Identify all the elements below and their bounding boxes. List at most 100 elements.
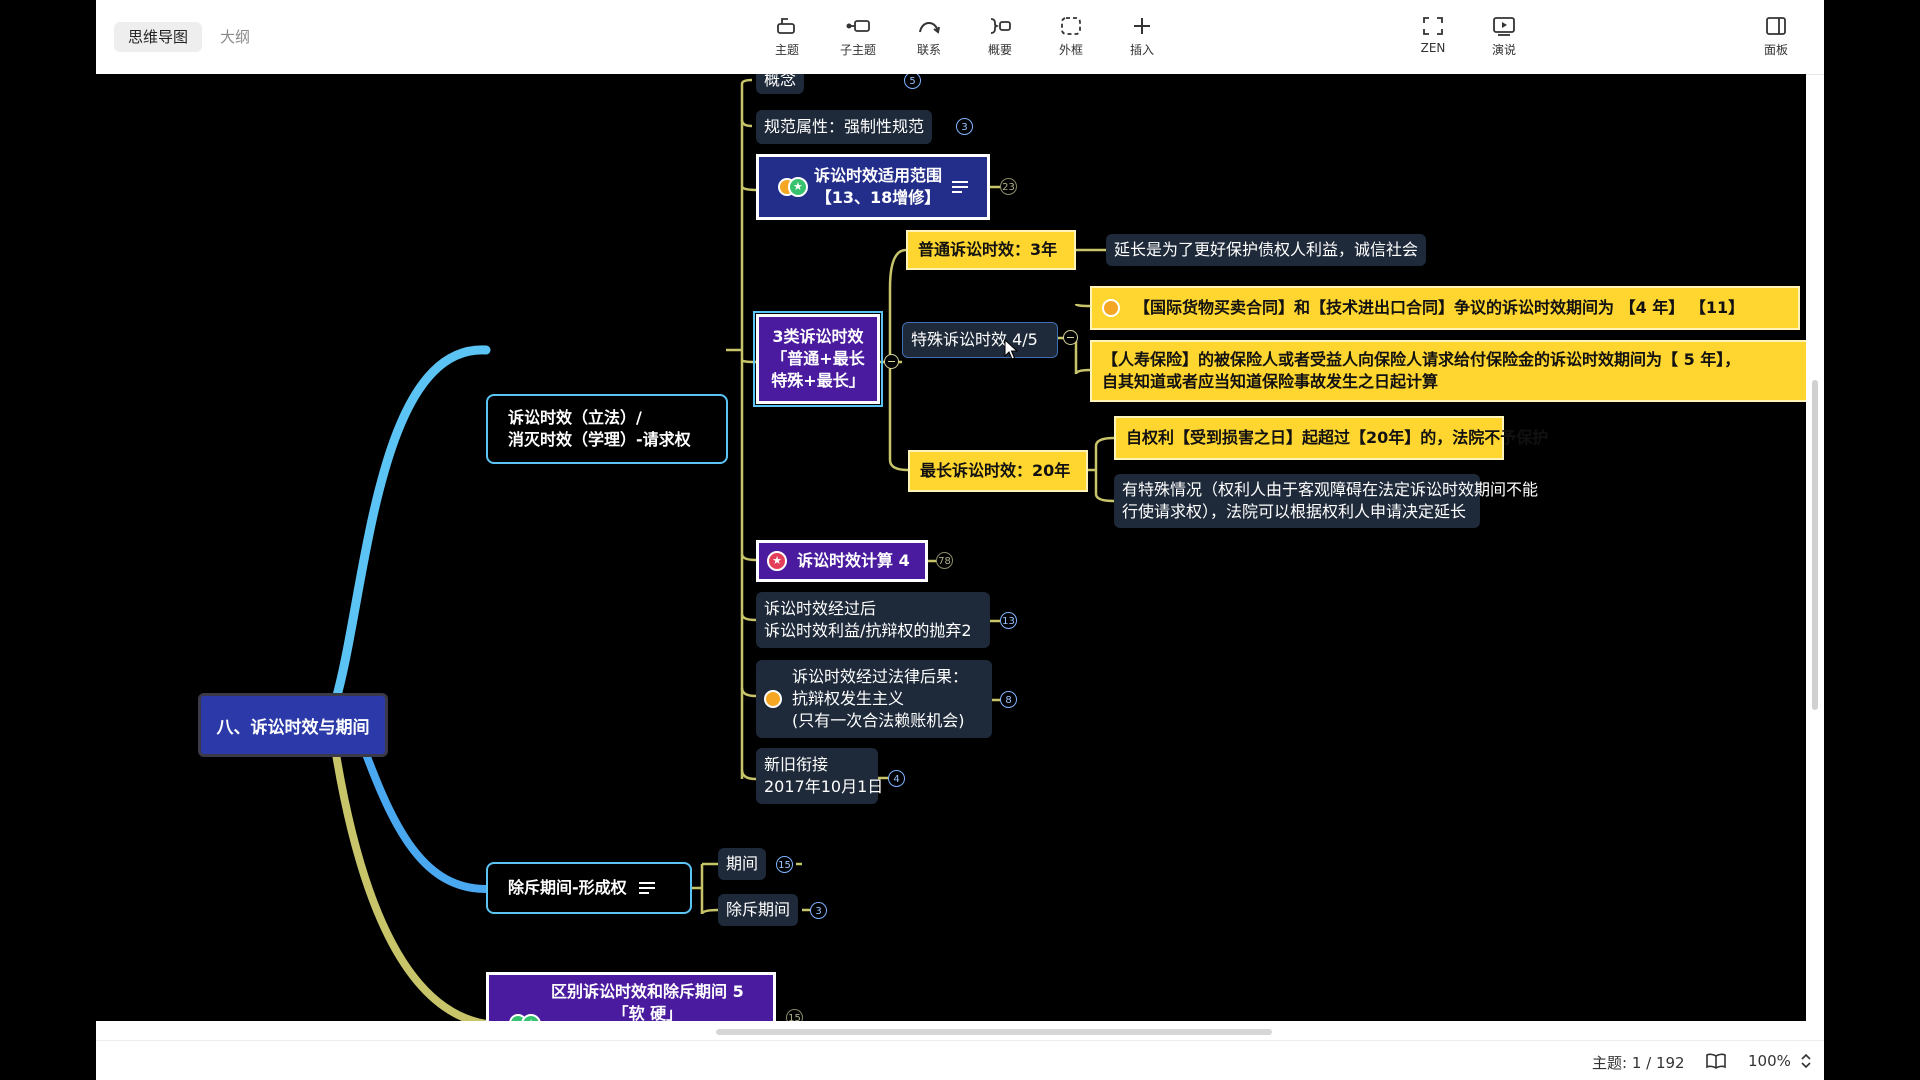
collapse-toggle[interactable]	[884, 354, 899, 369]
child-count-badge[interactable]: 8	[1000, 691, 1017, 708]
present-button[interactable]: 演说	[1469, 14, 1539, 62]
boundary-button[interactable]: 外框	[1036, 14, 1106, 62]
insert-label: 插入	[1129, 43, 1154, 57]
level2-connectors	[690, 78, 1115, 915]
legal-line3: (只有一次合法赖账机会)	[792, 711, 965, 730]
topic-ordinary-limitation[interactable]: 普通诉讼时效：3年	[906, 230, 1076, 270]
relationship-label: 联系	[916, 43, 941, 57]
book-icon[interactable]	[1706, 1053, 1726, 1069]
topic-calculation[interactable]: ★ 诉讼时效计算 4	[756, 540, 928, 582]
special-2-line1: 【人寿保险】的被保险人或者受益人向保险人请求给付保险金的诉讼时效期间为【 5 年…	[1102, 350, 1741, 369]
topic-period[interactable]: 期间	[718, 848, 767, 880]
longest-2-line1: 有特殊情况（权利人由于客观障碍在法定诉讼时效期间不能	[1122, 480, 1539, 499]
topic-scope[interactable]: ★ 诉讼时效适用范围【13、18增修】	[756, 154, 990, 220]
note-icon	[638, 882, 655, 894]
calc-label: 诉讼时效计算 4	[797, 551, 910, 570]
summary-label: 概要	[987, 43, 1012, 57]
subtopic-button[interactable]: 子主题	[823, 14, 893, 62]
present-label: 演说	[1491, 43, 1516, 57]
topic-after-expiry[interactable]: 诉讼时效经过后诉讼时效利益/抗辩权的抛弃2	[756, 592, 990, 648]
child-count-badge[interactable]: 15	[786, 1009, 803, 1021]
zoom-level[interactable]: 100%	[1748, 1052, 1791, 1070]
vertical-scrollbar[interactable]	[1812, 380, 1818, 710]
special-label: 特殊诉讼时效 4/5	[911, 330, 1038, 349]
longest-2-line2: 行使请求权），法院可以根据权利人申请决定延长	[1122, 502, 1467, 521]
child-count-badge[interactable]: 3	[810, 902, 827, 919]
top-toolbar: 思维导图 大纲 主题 子主题 联系 概要 外框 插入 ZEN	[96, 0, 1824, 75]
special-2-line2: 自其知道或者应当知道保险事故发生之日起计算	[1102, 372, 1439, 391]
topic-three-types[interactable]: 3类诉讼时效「普通+最长特殊+最长」	[753, 311, 883, 407]
boundary-icon	[1061, 17, 1081, 35]
branch-comparison[interactable]: ★ 区别诉讼时效和除斥期间 5 「软 硬」	[486, 972, 776, 1021]
child-count-badge[interactable]: 5	[904, 74, 921, 89]
three-line3: 特殊+最长」	[771, 371, 865, 390]
topic-norm-label: 规范属性：强制性规范	[764, 117, 925, 136]
topic-legal-consequence[interactable]: 诉讼时效经过法律后果：抗辩权发生主义(只有一次合法赖账机会)	[756, 660, 992, 738]
app-window: 思维导图 大纲 主题 子主题 联系 概要 外框 插入 ZEN	[96, 0, 1824, 1080]
tab-outline[interactable]: 大纲	[220, 28, 251, 46]
orange-marker-icon	[764, 690, 782, 708]
special-1-label: 【国际货物买卖合同】和【技术进出口合同】争议的诉讼时效期间为 【4 年】 【11…	[1134, 298, 1745, 317]
legal-line2: 抗辩权发生主义	[792, 689, 905, 708]
topic-longest-extension[interactable]: 有特殊情况（权利人由于客观障碍在法定诉讼时效期间不能行使请求权），法院可以根据权…	[1114, 474, 1538, 528]
branch1-line1: 诉讼时效（立法）/	[508, 408, 642, 427]
topic-concept[interactable]: 概念	[756, 74, 805, 94]
relationship-icon	[919, 22, 940, 34]
topic-exclusion[interactable]: 除斥期间	[718, 894, 799, 926]
three-line2: 「普通+最长	[771, 349, 865, 368]
tab-mindmap[interactable]: 思维导图	[114, 22, 203, 52]
fullscreen-icon	[1423, 17, 1443, 35]
horizontal-scrollbar[interactable]	[716, 1029, 1272, 1035]
after-line2: 诉讼时效利益/抗辩权的抛弃2	[764, 621, 972, 640]
topic-special-5-years[interactable]: 【人寿保险】的被保险人或者受益人向保险人请求给付保险金的诉讼时效期间为【 5 年…	[1090, 340, 1806, 402]
zen-label: ZEN	[1420, 41, 1446, 55]
branch3-line2: 「软 硬」	[612, 1004, 683, 1021]
panel-icon	[1766, 17, 1786, 35]
topic-longest-limitation[interactable]: 最长诉讼时效：20年	[908, 450, 1088, 492]
topic-count: 主题: 1 / 192	[1592, 1054, 1685, 1072]
mindmap-canvas[interactable]: 八、诉讼时效与期间 诉讼时效（立法）/消灭时效（学理）-请求权 除斥期间-形成权…	[96, 74, 1806, 1021]
zoom-stepper-icon[interactable]	[1800, 1052, 1812, 1070]
longest-label: 最长诉讼时效：20年	[920, 461, 1071, 480]
child-count-badge[interactable]: 3	[956, 118, 973, 135]
topic-button[interactable]: 主题	[752, 14, 822, 62]
root-topic[interactable]: 八、诉讼时效与期间	[198, 693, 388, 757]
child-count-badge[interactable]: 23	[1000, 178, 1017, 195]
orange-marker-icon	[1102, 299, 1120, 317]
longest-1-label: 自权利【受到损害之日】起超过【20年】的，法院不予保护	[1126, 428, 1549, 447]
topic-icon	[777, 18, 795, 34]
branch-exclusion-period[interactable]: 除斥期间-形成权	[486, 862, 692, 914]
three-line1: 3类诉讼时效	[772, 327, 864, 346]
scope-line1: 诉讼时效适用范围	[813, 166, 942, 185]
child-count-badge[interactable]: 15	[776, 856, 793, 873]
note-icon	[952, 181, 968, 193]
child-count-badge[interactable]: 4	[888, 770, 905, 787]
scope-line2: 【13、18增修】	[815, 188, 941, 207]
topic-special-4-years[interactable]: 【国际货物买卖合同】和【技术进出口合同】争议的诉讼时效期间为 【4 年】 【11…	[1090, 286, 1800, 330]
topic-special-limitation[interactable]: 特殊诉讼时效 4/5	[902, 322, 1058, 358]
insert-button[interactable]: 插入	[1107, 14, 1177, 62]
connection-lines	[331, 78, 1115, 1021]
mouse-cursor-icon	[1004, 339, 1018, 360]
branch-connectors	[331, 345, 491, 1021]
summary-button[interactable]: 概要	[965, 14, 1035, 62]
child-count-badge[interactable]: 13	[1000, 612, 1017, 629]
branch-statute-of-limitations[interactable]: 诉讼时效（立法）/消灭时效（学理）-请求权	[486, 394, 728, 464]
transition-line2: 2017年10月1日	[764, 777, 884, 796]
panel-button[interactable]: 面板	[1741, 14, 1811, 62]
topic-norm-attribute[interactable]: 规范属性：强制性规范	[756, 110, 933, 144]
summary-icon	[990, 18, 1011, 34]
collapse-toggle[interactable]	[1063, 330, 1078, 345]
boundary-label: 外框	[1058, 43, 1083, 57]
star-marker-icon: ★	[521, 1014, 541, 1021]
zen-button[interactable]: ZEN	[1398, 14, 1468, 62]
topic-ordinary-note[interactable]: 延长是为了更好保护债权人利益，诚信社会	[1106, 234, 1427, 266]
ordinary-label: 普通诉讼时效：3年	[918, 240, 1058, 259]
relationship-button[interactable]: 联系	[894, 14, 964, 62]
topic-longest-20-years[interactable]: 自权利【受到损害之日】起超过【20年】的，法院不予保护	[1114, 416, 1548, 460]
branch3-line1: 区别诉讼时效和除斥期间 5	[551, 982, 744, 1001]
plus-icon	[1134, 18, 1150, 34]
child-count-badge[interactable]: 78	[936, 552, 953, 569]
status-bar: 主题: 1 / 192 100%	[96, 1040, 1824, 1080]
